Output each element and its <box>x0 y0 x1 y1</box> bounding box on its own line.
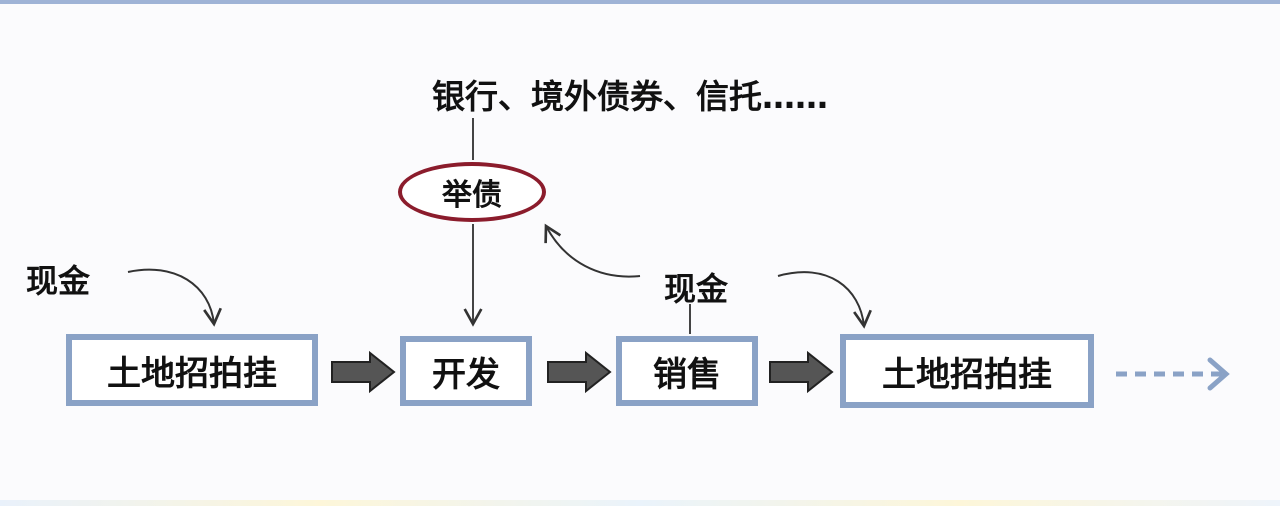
cash-label-middle: 现金 <box>664 270 729 308</box>
top-border <box>0 0 1280 4</box>
cash-label-left: 现金 <box>26 262 91 300</box>
process-box-label: 开发 <box>432 354 500 395</box>
funding-sources-label: 银行、境外债券、信托…… <box>432 77 828 116</box>
process-box-label: 土地招拍挂 <box>107 353 277 394</box>
block-arrow-3 <box>769 350 834 394</box>
process-box-label: 销售 <box>653 354 721 395</box>
process-box-label: 土地招拍挂 <box>882 354 1052 395</box>
dashed-continuation-arrow <box>1116 357 1230 391</box>
block-arrow-2 <box>547 350 612 394</box>
debt-ellipse: 举债 <box>398 162 546 222</box>
process-box-development: 开发 <box>400 336 532 406</box>
process-box-land-auction-1: 土地招拍挂 <box>66 334 318 406</box>
debt-label: 举债 <box>442 178 502 213</box>
cash-left-curve-arrow <box>127 268 222 327</box>
process-box-sales: 销售 <box>616 336 758 406</box>
bottom-border <box>0 500 1280 506</box>
cash-to-debt-curve-arrow <box>544 223 641 278</box>
cash-to-land-curve-arrow <box>777 271 872 329</box>
process-box-land-auction-2: 土地招拍挂 <box>840 334 1094 408</box>
block-arrow-1 <box>331 350 396 394</box>
